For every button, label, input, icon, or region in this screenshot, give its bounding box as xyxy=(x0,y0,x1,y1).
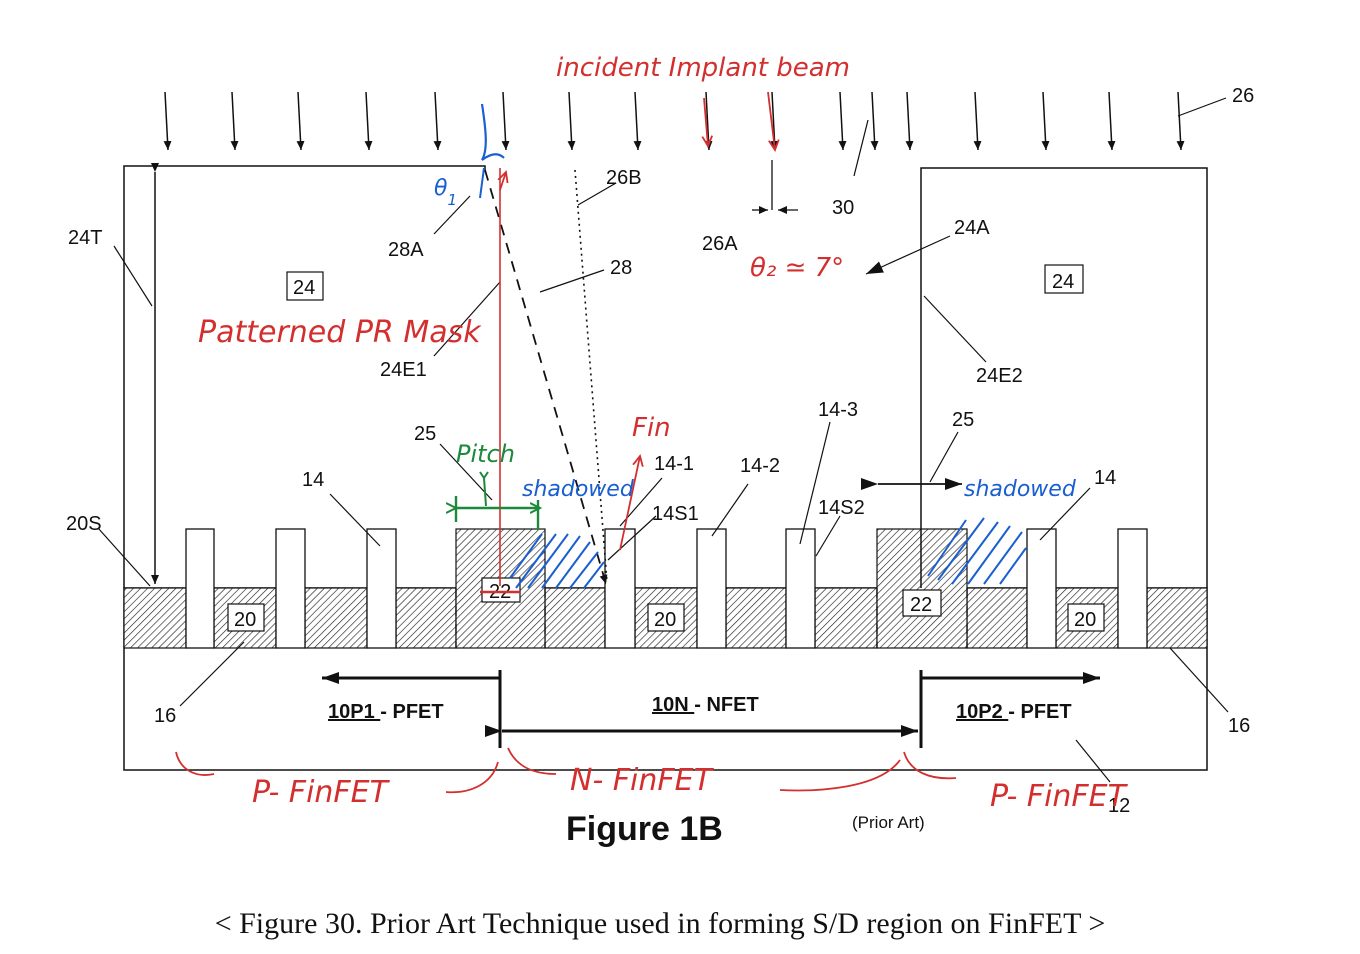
label-24E1: 24E1 xyxy=(380,359,427,381)
label-14S2: 14S2 xyxy=(818,497,865,519)
red-beam-arrow-1 xyxy=(704,97,708,146)
label-12: 12 xyxy=(1108,795,1130,817)
region-10P2: 10P2 - PFET xyxy=(956,701,1072,723)
label-14-3: 14-3 xyxy=(818,399,858,421)
label-24-right: 24 xyxy=(1052,271,1074,293)
label-22-right: 22 xyxy=(910,594,932,616)
label-20-b: 20 xyxy=(654,609,676,631)
label-16-right: 16 xyxy=(1228,715,1250,737)
label-25-left: 25 xyxy=(414,423,436,445)
label-14-1: 14-1 xyxy=(654,453,694,475)
theta1-label: θ1 xyxy=(434,176,457,209)
fins xyxy=(185,528,1148,649)
finfet-brackets xyxy=(175,747,957,794)
shadowed-hatch-left xyxy=(509,533,605,589)
label-24-left: 24 xyxy=(293,277,315,299)
p-finfet-right: P- FinFET xyxy=(990,779,1129,814)
label-16-left: 16 xyxy=(154,705,176,727)
boxed-labels xyxy=(227,264,1105,632)
shadowed-hatch-right xyxy=(927,517,1027,585)
implant-beam-arrows xyxy=(163,91,1185,151)
red-beam-arrow-2 xyxy=(767,91,775,150)
label-24A: 24A xyxy=(954,217,990,239)
label-14-left: 14 xyxy=(302,469,324,491)
label-20-a: 20 xyxy=(234,609,256,631)
theta1-tick xyxy=(479,167,485,199)
leader-lines xyxy=(97,97,1229,783)
label-25-right: 25 xyxy=(952,409,974,431)
incident-beam-annotation: incident Implant beam xyxy=(556,53,850,83)
shadowed-annotation-left: shadowed xyxy=(522,477,635,502)
label-28: 28 xyxy=(610,257,632,279)
n-finfet: N- FinFET xyxy=(570,763,715,798)
implant-block-right xyxy=(876,528,968,649)
beam-28 xyxy=(484,169,608,585)
figure-title: Figure 1B xyxy=(566,810,723,848)
boundary-dashes xyxy=(455,588,968,648)
label-24T: 24T xyxy=(68,227,102,249)
theta2-annotation: θ₂ ≃ 7° xyxy=(750,253,844,283)
pr-mask-left xyxy=(123,165,486,588)
region-10P1: 10P1 - PFET xyxy=(328,701,444,723)
pr-mask-right xyxy=(920,167,1208,588)
p-finfet-left: P- FinFET xyxy=(252,775,391,810)
fin-annotation: Fin xyxy=(632,413,671,443)
theta1-arc xyxy=(480,103,505,161)
label-26B: 26B xyxy=(606,167,642,189)
prior-art-label: (Prior Art) xyxy=(852,813,925,832)
fin-arrow xyxy=(619,456,640,551)
figure-caption: < Figure 30. Prior Art Technique used in… xyxy=(215,907,1106,940)
region-10N: 10N - NFET xyxy=(652,694,759,716)
label-14-2: 14-2 xyxy=(740,455,780,477)
label-28A: 28A xyxy=(388,239,424,261)
pitch-annotation: Pitch xyxy=(456,440,515,468)
label-20-c: 20 xyxy=(1074,609,1096,631)
label-26A: 26A xyxy=(702,233,738,255)
beam-26B xyxy=(574,169,608,583)
label-24E2: 24E2 xyxy=(976,365,1023,387)
mask-annotation: Patterned PR Mask xyxy=(198,315,482,350)
label-14S1: 14S1 xyxy=(652,503,699,525)
shadowed-annotation-right: shadowed xyxy=(964,477,1077,502)
red-arrow-28 xyxy=(500,172,506,191)
label-14-right: 14 xyxy=(1094,467,1116,489)
label-26: 26 xyxy=(1232,85,1254,107)
label-30: 30 xyxy=(832,197,854,219)
pitch-pointer xyxy=(479,471,489,507)
angle-26A xyxy=(752,160,798,214)
label-20S: 20S xyxy=(66,513,102,535)
region-arrows xyxy=(322,670,1100,748)
